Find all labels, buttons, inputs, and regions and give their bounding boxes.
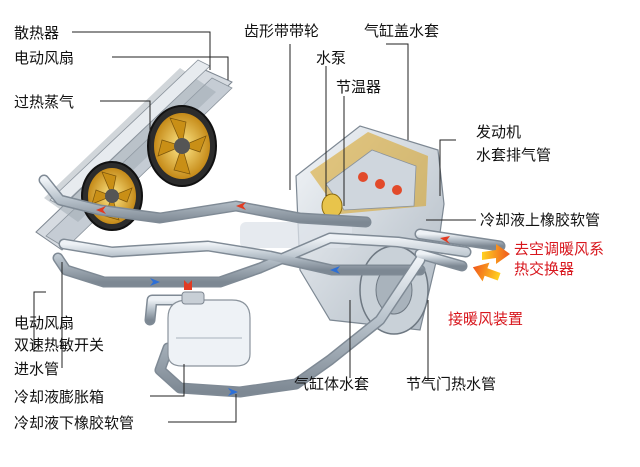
label-water-pump: 水泵 xyxy=(316,49,347,67)
label-block-jacket: 气缸体水套 xyxy=(294,375,370,393)
label-lower-hose: 冷却液下橡胶软管 xyxy=(14,414,135,432)
label-thermostat: 节温器 xyxy=(336,78,382,96)
label-timing-pulley: 齿形带带轮 xyxy=(244,22,320,40)
label-heater-core-line2: 热交换器 xyxy=(514,260,575,278)
label-head-jacket: 气缸盖水套 xyxy=(364,22,440,40)
leader-lines xyxy=(33,31,476,423)
label-radiator: 散热器 xyxy=(14,24,60,42)
label-upper-hose: 冷却液上橡胶软管 xyxy=(480,211,601,229)
label-fan-switch-line2: 双速热敏开关 xyxy=(14,336,105,354)
label-expansion-tank: 冷却液膨胀箱 xyxy=(14,388,105,406)
coolant-pipes xyxy=(38,174,506,398)
heater-flow-arrows xyxy=(472,244,510,282)
expansion-tank xyxy=(167,291,251,367)
label-heater-connection: 接暖风装置 xyxy=(448,310,524,328)
label-inlet-pipe: 进水管 xyxy=(14,360,60,378)
label-overheat-steam: 过热蒸气 xyxy=(14,93,75,111)
label-engine-outlet-line2: 水套排气管 xyxy=(476,146,552,164)
label-engine-outlet-line1: 发动机 xyxy=(476,123,522,141)
label-electric-fan: 电动风扇 xyxy=(14,49,75,67)
label-fan-switch-line1: 电动风扇 xyxy=(14,314,75,332)
flow-arrows xyxy=(96,202,450,396)
cooling-fan-upper xyxy=(147,105,217,187)
label-heater-core-line1: 去空调暖风系 xyxy=(514,240,605,258)
label-throttle-hot-pipe: 节气门热水管 xyxy=(406,375,497,393)
